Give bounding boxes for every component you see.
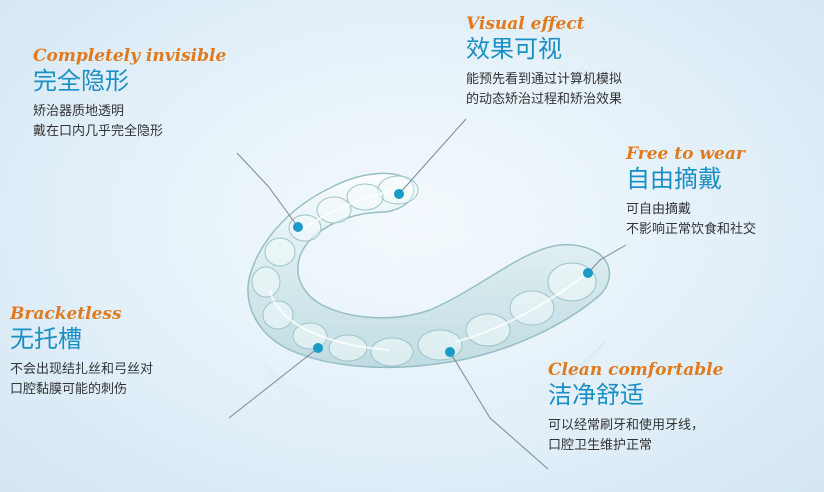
description-line: 口腔卫生维护正常 [548,438,653,453]
description-line: 可以经常刷牙和使用牙线， [548,418,705,433]
callout-dot [583,268,593,278]
feature-description: 矫治器质地透明 戴在口内几乎完全隐形 [33,102,226,142]
feature-title-en: Free to wear [626,144,745,164]
description-line: 口腔黏膜可能的刺伤 [10,382,128,397]
feature-bracketless: Bracketless 无托槽 不会出现结扎丝和弓丝对 口腔黏膜可能的刺伤 [10,304,153,400]
description-line: 矫治器质地透明 [33,104,125,119]
description-line: 的动态矫治过程和矫治效果 [466,92,623,107]
feature-title-zh: 无托槽 [10,325,82,353]
description-line: 可自由摘戴 [626,202,692,217]
callout-dot [293,222,303,232]
feature-free-to-wear: Free to wear 自由摘戴 可自由摘戴 不影响正常饮食和社交 [626,144,756,240]
feature-visual-effect: Visual effect 效果可视 能预先看到通过计算机模拟 的动态矫治过程和… [466,14,622,110]
callout-dot [313,343,323,353]
feature-title-en: Bracketless [10,304,122,324]
description-line: 不影响正常饮食和社交 [626,222,757,237]
callout-dot [394,189,404,199]
feature-title-en: Completely invisible [33,46,227,66]
feature-description: 可自由摘戴 不影响正常饮食和社交 [626,200,756,240]
description-line: 不会出现结扎丝和弓丝对 [10,362,154,377]
feature-title-zh: 洁净舒适 [548,381,644,409]
description-line: 能预先看到通过计算机模拟 [466,72,623,87]
feature-title-zh: 完全隐形 [33,67,129,95]
feature-clean-comfortable: Clean comfortable 洁净舒适 可以经常刷牙和使用牙线， 口腔卫生… [548,360,723,456]
feature-description: 能预先看到通过计算机模拟 的动态矫治过程和矫治效果 [466,70,622,110]
feature-title-en: Clean comfortable [548,360,724,380]
callout-dot [445,347,455,357]
feature-title-zh: 效果可视 [466,35,562,63]
description-line: 戴在口内几乎完全隐形 [33,124,164,139]
feature-title-en: Visual effect [466,14,585,34]
feature-description: 可以经常刷牙和使用牙线， 口腔卫生维护正常 [548,416,723,456]
feature-title-zh: 自由摘戴 [626,165,722,193]
feature-description: 不会出现结扎丝和弓丝对 口腔黏膜可能的刺伤 [10,360,153,400]
feature-invisible: Completely invisible 完全隐形 矫治器质地透明 戴在口内几乎… [33,46,226,142]
